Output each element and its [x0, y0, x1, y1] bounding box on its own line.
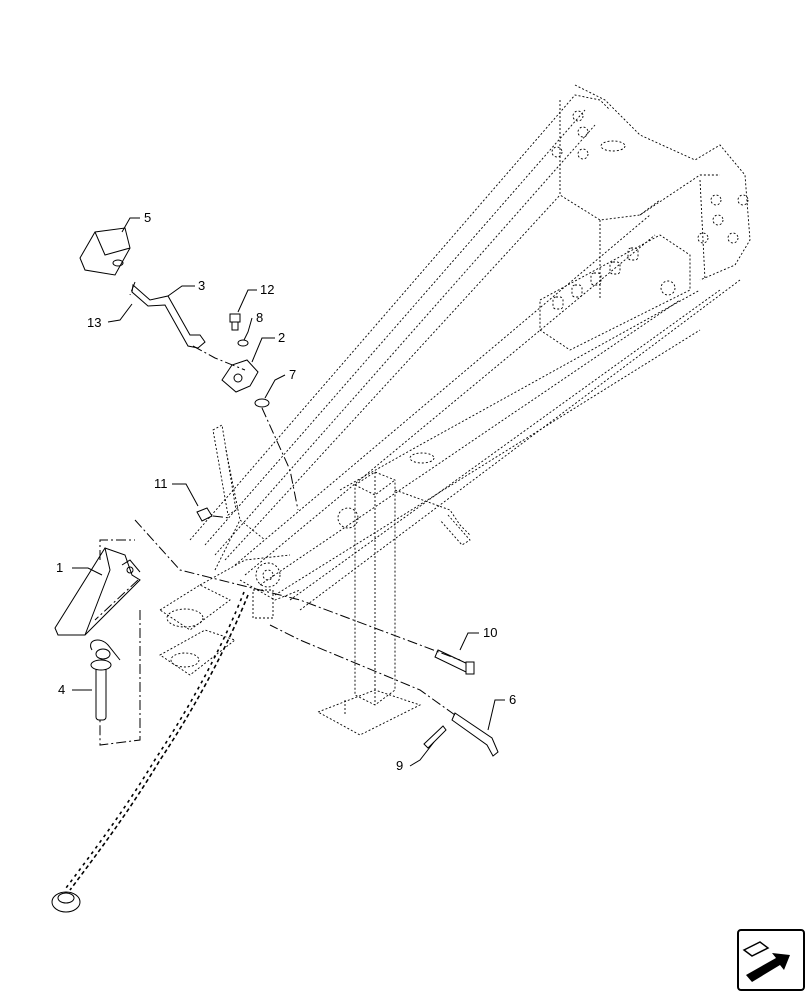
safety-chain [51, 591, 249, 913]
callout-13: 13 [87, 315, 101, 330]
hardware-cluster [196, 313, 270, 522]
callout-12: 12 [260, 282, 274, 297]
part-6-pin [451, 712, 499, 757]
part-5-holder [79, 227, 131, 276]
callout-2: 2 [278, 330, 285, 345]
part-3-rod [131, 284, 206, 349]
tongue-frame [189, 84, 751, 611]
part-4-hitch-pin [90, 639, 121, 721]
part-10-bolt [434, 649, 475, 675]
jack-stand [316, 471, 471, 736]
next-page-arrow-icon[interactable] [737, 929, 805, 991]
assembly-lines [94, 281, 461, 746]
callout-6: 6 [509, 692, 516, 707]
callout-1: 1 [56, 560, 63, 575]
callout-5: 5 [144, 210, 151, 225]
callout-11: 11 [154, 476, 168, 491]
callout-leaders [72, 217, 505, 767]
callout-3: 3 [198, 278, 205, 293]
part-1-hitch-guard [54, 547, 141, 636]
callout-8: 8 [256, 310, 263, 325]
hitch-assembly [159, 424, 301, 676]
part-9-clip [423, 725, 447, 749]
callout-9: 9 [396, 758, 403, 773]
callout-7: 7 [289, 367, 296, 382]
callout-4: 4 [58, 682, 65, 697]
callout-10: 10 [483, 625, 497, 640]
